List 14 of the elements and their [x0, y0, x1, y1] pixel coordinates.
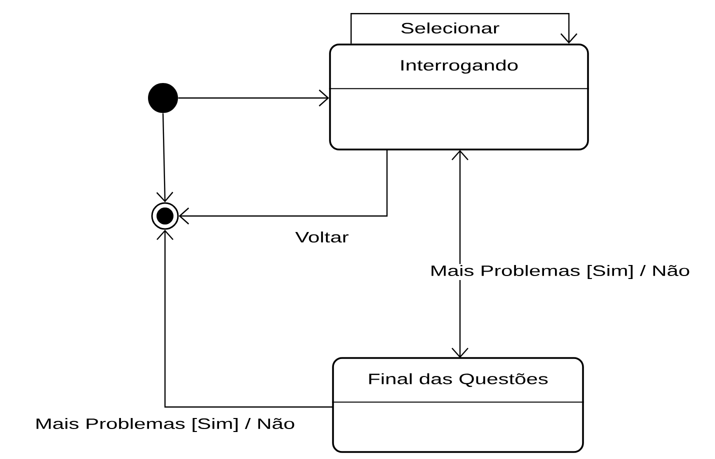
edge-label: Selecionar — [399, 22, 501, 34]
edge-label: Mais Problemas [Sim] / Não — [34, 417, 296, 433]
edge-label: Mais Problemas [Sim] / Não — [428, 264, 692, 280]
arrow — [156, 113, 174, 202]
arrow — [178, 150, 388, 224]
state-box: Final das Questões — [332, 357, 584, 453]
arrow — [350, 13, 578, 44]
state-box: Interrogando — [328, 44, 590, 150]
arrow — [452, 150, 468, 358]
initial-state — [148, 83, 178, 113]
edge-label: Voltar — [294, 230, 350, 244]
final-state — [151, 202, 179, 230]
arrow — [156, 230, 333, 408]
arrow — [178, 90, 330, 106]
